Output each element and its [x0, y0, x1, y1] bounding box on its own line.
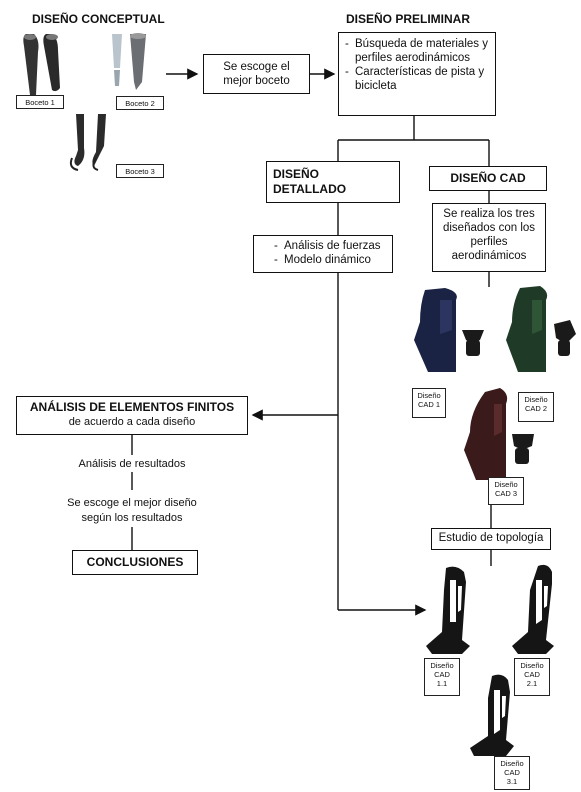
cad-3-1-label-b: CAD [504, 768, 520, 777]
detallado-box: DISEÑO DETALLADO [266, 161, 400, 203]
boceto-2-sketch [112, 33, 146, 90]
cad-2-1-label: Diseño CAD 2.1 [514, 658, 550, 696]
detallado-line-2: DETALLADO [273, 182, 347, 196]
boceto-3-sketch [69, 114, 106, 171]
boceto-1-sketch [23, 34, 60, 97]
cad-desc-box: Se realiza los tres diseñados con los pe… [432, 203, 546, 272]
cad-2-1-model [512, 564, 554, 654]
best-design-line-2: según los resultados [81, 512, 183, 524]
cad-title-box: DISEÑO CAD [429, 166, 547, 191]
cad-1-1-model [426, 566, 470, 654]
cad-1-1-label-a: Diseño [430, 661, 454, 670]
topology-box: Estudio de topología [431, 528, 551, 550]
cad-2-model [506, 286, 576, 372]
cad-1-1-label-b: CAD [434, 670, 450, 679]
detallado-item: Análisis de fuerzas [272, 239, 388, 253]
cad-3-label-b: CAD 3 [494, 489, 518, 498]
cad-2-label: Diseño CAD 2 [518, 392, 554, 422]
fea-box: ANÁLISIS DE ELEMENTOS FINITOS de acuerdo… [16, 396, 248, 435]
detallado-items-box: Análisis de fuerzas Modelo dinámico [253, 235, 393, 273]
heading-preliminar: DISEÑO PRELIMINAR [346, 12, 471, 26]
cad-desc-line-1: Se realiza los tres [443, 208, 535, 220]
cad-3-model [464, 388, 534, 480]
cad-3-label: Diseño CAD 3 [488, 477, 524, 505]
cad-1-model [414, 288, 484, 372]
conclusions-box: CONCLUSIONES [72, 550, 198, 575]
cad-1-1-label: Diseño CAD 1.1 [424, 658, 460, 696]
select-line-1: Se escoge el [223, 61, 290, 73]
cad-3-1-label: Diseño CAD 3.1 [494, 756, 530, 790]
select-best-sketch-box: Se escoge el mejor boceto [203, 54, 310, 94]
boceto-3-label: Boceto 3 [116, 164, 164, 178]
cad-1-label-b: CAD 1 [417, 400, 441, 409]
cad-desc-line-4: aerodinámicos [451, 250, 527, 262]
cad-desc-line-2: diseñados con los [442, 222, 536, 234]
boceto-2-label: Boceto 2 [116, 96, 164, 110]
preliminar-item: Características de pista y bicicleta [343, 65, 491, 93]
heading-conceptual: DISEÑO CONCEPTUAL [32, 12, 165, 26]
cad-desc-line-3: perfiles [470, 236, 508, 248]
preliminar-item: Búsqueda de materiales y perfiles aerodi… [343, 37, 491, 65]
cad-2-label-a: Diseño [524, 395, 548, 404]
cad-2-1-label-a: Diseño [520, 661, 544, 670]
select-line-2: mejor boceto [223, 75, 290, 87]
boceto-1-label: Boceto 1 [16, 95, 64, 109]
fea-subtitle: de acuerdo a cada diseño [68, 416, 196, 428]
results-analysis: Análisis de resultados [78, 458, 186, 470]
preliminar-list: Búsqueda de materiales y perfiles aerodi… [343, 37, 491, 93]
best-design-line-1: Se escoge el mejor diseño [67, 497, 197, 509]
cad-1-1-label-c: 1.1 [436, 679, 448, 688]
cad-3-1-label-c: 3.1 [506, 777, 518, 786]
cad-2-1-label-b: CAD [524, 670, 540, 679]
cad-2-label-b: CAD 2 [524, 404, 548, 413]
detallado-line-1: DISEÑO [273, 167, 320, 181]
cad-1-label-a: Diseño [417, 391, 441, 400]
fea-title: ANÁLISIS DE ELEMENTOS FINITOS [29, 400, 235, 414]
cad-3-1-model [470, 674, 514, 756]
cad-1-label: Diseño CAD 1 [412, 388, 446, 418]
cad-2-1-label-c: 2.1 [526, 679, 538, 688]
detallado-item: Modelo dinámico [272, 253, 388, 267]
preliminar-box: Búsqueda de materiales y perfiles aerodi… [338, 32, 496, 116]
cad-3-label-a: Diseño [494, 480, 518, 489]
detallado-list: Análisis de fuerzas Modelo dinámico [272, 239, 388, 267]
cad-3-1-label-a: Diseño [500, 759, 524, 768]
